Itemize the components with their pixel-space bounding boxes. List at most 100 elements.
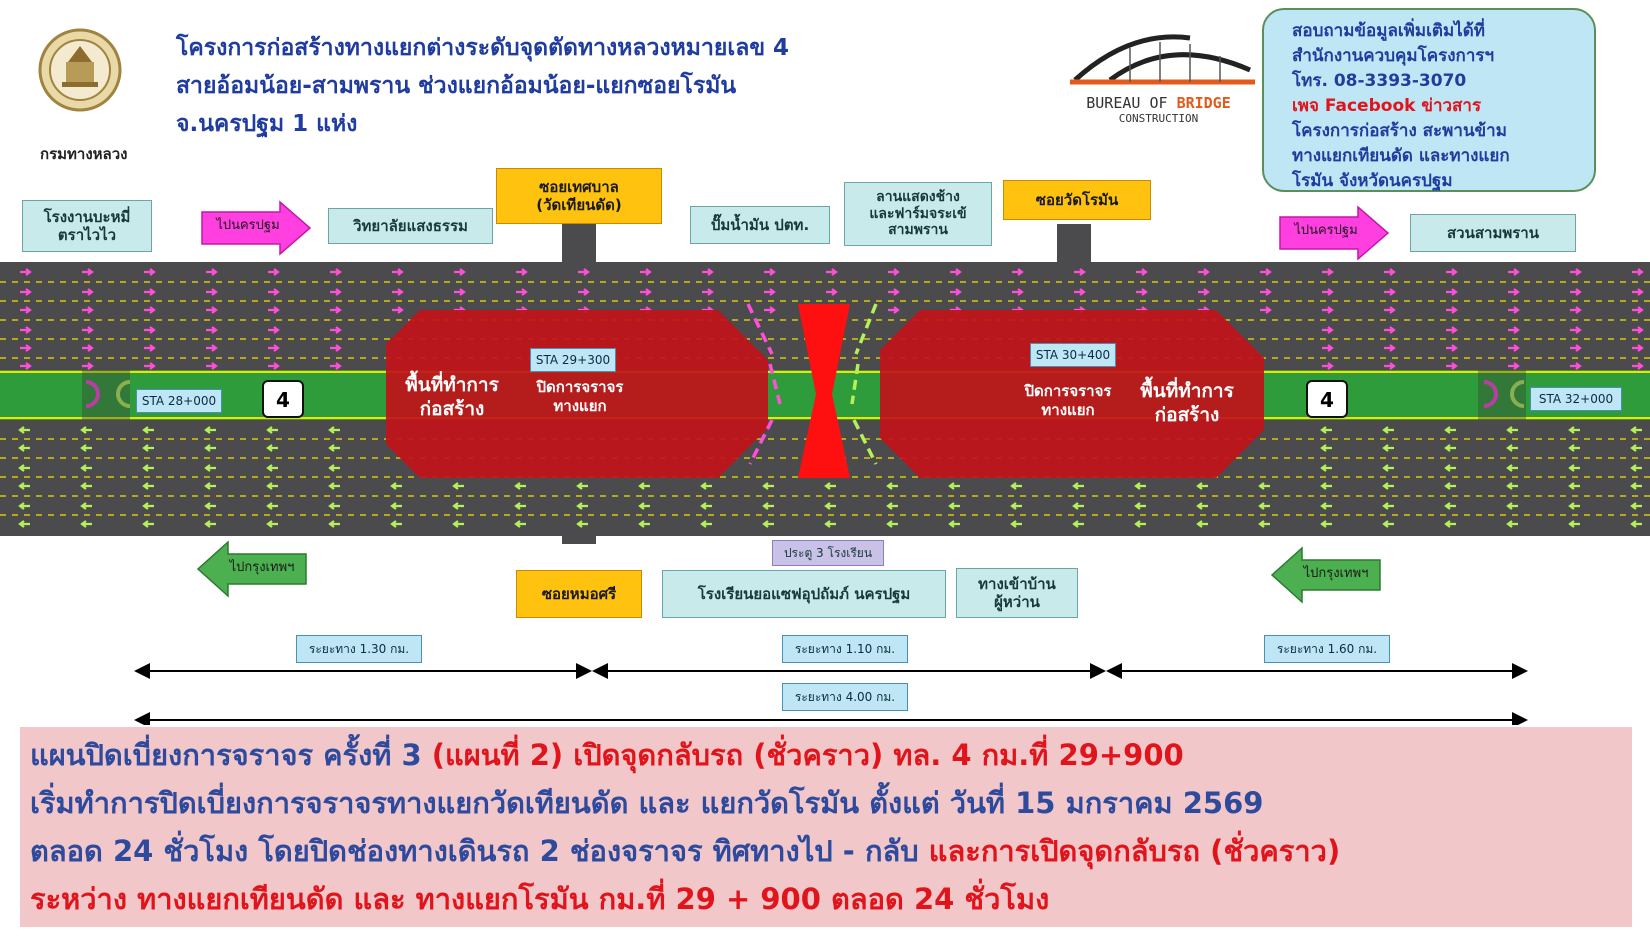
inbound-arrow [266, 520, 278, 528]
inbound-arrow [1134, 520, 1146, 528]
inbound-arrow [1382, 464, 1394, 472]
inbound-arrow [1506, 502, 1518, 510]
outbound-arrow [144, 306, 156, 314]
info-line: โรมัน จังหวัดนครปฐม [1292, 171, 1453, 191]
outbound-arrow [144, 288, 156, 296]
inbound-arrow [948, 482, 960, 490]
inbound-arrow [1630, 520, 1642, 528]
outbound-arrow [82, 362, 94, 370]
inbound-arrow [638, 502, 650, 510]
inbound-arrow [266, 426, 278, 434]
outbound-arrow [1508, 268, 1520, 276]
outbound-arrow [82, 344, 94, 352]
outbound-arrow [1322, 362, 1334, 370]
inbound-arrow [1010, 502, 1022, 510]
info-line: สำนักงานควบคุมโครงการฯ [1292, 46, 1495, 66]
distance-label-1: ระยะทาง 1.30 กม. [296, 635, 422, 663]
inbound-arrow [328, 426, 340, 434]
landmark-soi-tessaban: ซอยเทศบาล(วัดเทียนดัด) [496, 168, 662, 224]
distance-label-2: ระยะทาง 1.10 กม. [782, 635, 908, 663]
outbound-arrow [1508, 306, 1520, 314]
inbound-arrow [328, 520, 340, 528]
diversion-arrow [850, 363, 860, 405]
inbound-arrow [514, 520, 526, 528]
outbound-arrow [1632, 268, 1644, 276]
inbound-arrow [18, 520, 30, 528]
inbound-arrow [762, 482, 774, 490]
inbound-arrow [18, 444, 30, 452]
inbound-arrow [948, 502, 960, 510]
outbound-arrow [1570, 306, 1582, 314]
inbound-arrow [1630, 426, 1642, 434]
inbound-arrow [1382, 426, 1394, 434]
closure-notice-panel: แผนปิดเบี่ยงการจราจร ครั้งที่ 3 (แผนที่ … [20, 727, 1632, 927]
landmark-school: โรงเรียนยอแซฟอุปถัมภ์ นครปฐม [662, 570, 946, 618]
distance-label-total: ระยะทาง 4.00 กม. [782, 683, 908, 711]
outbound-arrow [330, 344, 342, 352]
outbound-arrow [1260, 306, 1272, 314]
to-bangkok-left-arrow: ไปกรุงเทพฯ [196, 540, 308, 598]
sta-28-label: STA 28+000 [136, 389, 222, 413]
inbound-arrow [142, 444, 154, 452]
landmark-ptt: ปั๊มน้ำมัน ปตท. [690, 206, 830, 244]
outbound-arrow [702, 288, 714, 296]
outbound-arrow [82, 326, 94, 334]
outbound-arrow [1632, 288, 1644, 296]
info-phone: โทร. 08-3393-3070 [1292, 71, 1467, 91]
diversion-arrow [746, 303, 774, 355]
outbound-arrow [144, 326, 156, 334]
inbound-arrow [1382, 520, 1394, 528]
outbound-arrow [392, 306, 404, 314]
outbound-arrow [826, 268, 838, 276]
outbound-arrow [330, 362, 342, 370]
inbound-arrow [576, 482, 588, 490]
outbound-arrow [454, 288, 466, 296]
outbound-arrow [144, 344, 156, 352]
inbound-arrow [514, 502, 526, 510]
outbound-arrow [888, 268, 900, 276]
outbound-arrow [764, 288, 776, 296]
inbound-arrow [1568, 426, 1580, 434]
inbound-arrow [1444, 464, 1456, 472]
inbound-arrow [638, 520, 650, 528]
to-bangkok-right-arrow: ไปกรุงเทพฯ [1270, 546, 1382, 604]
u-turn-left-icon [85, 380, 131, 408]
inbound-arrow [1444, 426, 1456, 434]
inbound-arrow [1630, 464, 1642, 472]
outbound-arrow [888, 288, 900, 296]
outbound-arrow [1384, 268, 1396, 276]
outbound-arrow [268, 306, 280, 314]
inbound-arrow [1258, 520, 1270, 528]
inbound-arrow [18, 426, 30, 434]
inbound-arrow [328, 502, 340, 510]
inbound-arrow [638, 482, 650, 490]
inbound-arrow [1196, 482, 1208, 490]
inbound-arrow [142, 426, 154, 434]
outbound-arrow [1198, 288, 1210, 296]
notice-line-2: เริ่มทำการปิดเบี่ยงการจราจรทางแยกวัดเทีย… [30, 786, 1264, 820]
outbound-arrow [330, 326, 342, 334]
outbound-arrow [330, 306, 342, 314]
inbound-arrow [80, 482, 92, 490]
outbound-arrow [268, 288, 280, 296]
outbound-arrow [1508, 288, 1520, 296]
inbound-arrow [1444, 502, 1456, 510]
inbound-arrow [1568, 482, 1580, 490]
inbound-arrow [700, 482, 712, 490]
outbound-arrow [1632, 326, 1644, 334]
outbound-arrow [1570, 268, 1582, 276]
outbound-arrow [1632, 362, 1644, 370]
outbound-arrow [1446, 306, 1458, 314]
doh-label: กรมทางหลวง [40, 145, 128, 163]
inbound-arrow [1444, 444, 1456, 452]
landmark-college: วิทยาลัยแสงธรรม [328, 208, 493, 244]
outbound-arrow [82, 306, 94, 314]
outbound-arrow [516, 268, 528, 276]
diversion-arrow [748, 419, 774, 465]
inbound-arrow [1258, 502, 1270, 510]
inbound-arrow [1134, 482, 1146, 490]
inbound-arrow [1568, 444, 1580, 452]
inbound-arrow [328, 482, 340, 490]
outbound-arrow [20, 344, 32, 352]
outbound-arrow [1446, 268, 1458, 276]
